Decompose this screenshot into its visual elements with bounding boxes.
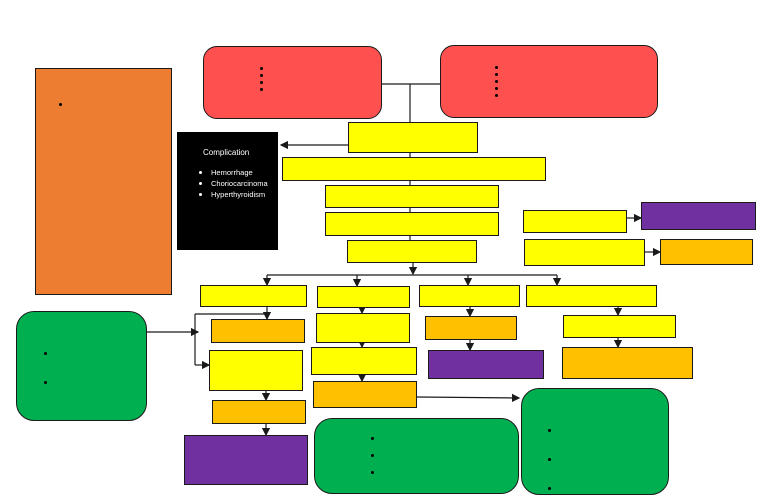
bottom-right-green-box	[521, 388, 669, 495]
bullet	[371, 454, 374, 457]
bullet	[371, 471, 374, 474]
top-right-red-box	[440, 45, 658, 118]
branch-2-orange-box	[313, 381, 417, 408]
bullet	[260, 88, 263, 91]
bullet	[548, 487, 551, 490]
bullet-list	[371, 437, 374, 474]
bullet	[260, 81, 263, 84]
branch-2-head	[317, 286, 410, 308]
bullet-list	[548, 429, 551, 490]
central-box-4	[325, 212, 499, 236]
complication-item: Hemorrhage	[187, 167, 267, 178]
right-box-1	[523, 210, 627, 233]
bullet	[495, 87, 498, 90]
bullet-list	[59, 103, 62, 106]
complication-item: Choriocarcinoma	[187, 178, 268, 189]
bullet	[495, 80, 498, 83]
central-box-1	[348, 122, 478, 153]
right-purple-box	[641, 202, 756, 230]
right-orange-box	[660, 239, 753, 265]
branch-2-yellow-box-2	[311, 347, 417, 375]
complication-box: Complication Hemorrhage Choriocarcinoma …	[177, 132, 278, 250]
bullet	[548, 429, 551, 432]
bullet-list	[44, 352, 47, 384]
branch-4-head	[526, 285, 657, 307]
bullet	[44, 381, 47, 384]
bullet	[260, 67, 263, 70]
central-box-5	[347, 240, 477, 263]
bullet	[59, 103, 62, 106]
branch-1-orange-box	[211, 319, 305, 343]
branch-4-yellow-box	[563, 315, 676, 338]
top-left-red-box	[203, 46, 382, 119]
complication-item: Hyperthyroidism	[187, 189, 267, 200]
branch-3-purple-box	[428, 350, 544, 379]
connector-arrow	[416, 393, 521, 403]
branch-1-yellow-box	[209, 350, 303, 391]
branch-3-orange-box	[425, 316, 517, 340]
bullet	[371, 437, 374, 440]
branch-4-orange-box	[562, 347, 693, 379]
central-box-3	[325, 185, 499, 208]
complication-list: Hemorrhage Choriocarcinoma Hyperthyroidi…	[187, 167, 268, 200]
bullet	[44, 352, 47, 355]
complication-title: Complication	[203, 148, 250, 157]
bullet-list	[260, 67, 263, 91]
bullet	[548, 458, 551, 461]
left-info-box	[35, 68, 172, 295]
branch-3-head	[419, 285, 520, 307]
branch-1-head	[200, 285, 307, 307]
branch-1-orange-box-2	[212, 400, 306, 424]
right-box-2	[524, 239, 645, 266]
bullet	[495, 66, 498, 69]
branch-2-yellow-box-1	[316, 313, 410, 343]
bullet	[495, 94, 498, 97]
bullet-list	[495, 66, 498, 97]
left-green-box	[16, 311, 147, 421]
bullet	[260, 74, 263, 77]
branch-1-purple-box	[184, 435, 308, 485]
bottom-center-green-box	[314, 418, 519, 494]
central-box-2	[282, 157, 546, 181]
bullet	[495, 73, 498, 76]
